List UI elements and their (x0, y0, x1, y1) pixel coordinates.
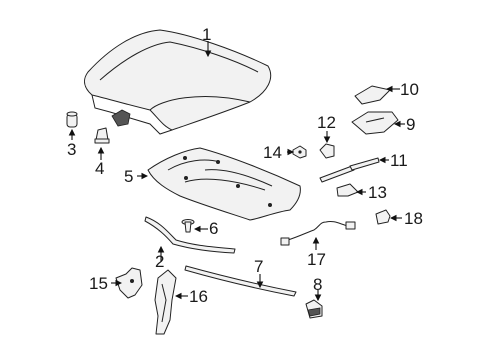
support-rod-part (319, 157, 380, 183)
latch-support-part (154, 269, 177, 335)
release-cable-part (280, 221, 356, 246)
hood-part (84, 29, 272, 135)
seal-strip-part (184, 265, 297, 297)
insulator-part (147, 147, 301, 221)
callout-1: 1 (202, 25, 212, 44)
callout-18: 18 (404, 209, 423, 228)
callout-7: 7 (254, 257, 264, 276)
hinge-top-part (354, 85, 391, 105)
callout-5: 5 (124, 167, 134, 186)
callout-17: 17 (307, 250, 326, 269)
callout-15: 15 (89, 274, 108, 293)
clip-part (319, 143, 335, 159)
switch-part (375, 209, 391, 225)
callout-14: 14 (263, 143, 282, 162)
callout-11: 11 (390, 151, 408, 170)
weatherstrip-part (144, 216, 236, 254)
bolt-part (292, 145, 307, 159)
leader-lines (68, 41, 405, 302)
callout-4: 4 (95, 159, 105, 178)
latch-bracket-part (115, 267, 143, 299)
bumper-block-part (305, 299, 323, 319)
bumper-plug-part (66, 111, 78, 128)
callout-10: 10 (400, 80, 419, 99)
callout-13: 13 (368, 183, 387, 202)
callout-6: 6 (209, 219, 219, 238)
bumper-part (94, 127, 110, 144)
callout-12: 12 (317, 113, 336, 132)
callout-9: 9 (406, 115, 416, 134)
callout-2: 2 (155, 252, 165, 271)
callout-8: 8 (313, 275, 323, 294)
callout-16: 16 (189, 287, 208, 306)
push-pin-part (181, 219, 195, 233)
callout-3: 3 (67, 140, 77, 159)
hinge-part (351, 111, 399, 135)
rod-bracket-part (336, 183, 359, 197)
